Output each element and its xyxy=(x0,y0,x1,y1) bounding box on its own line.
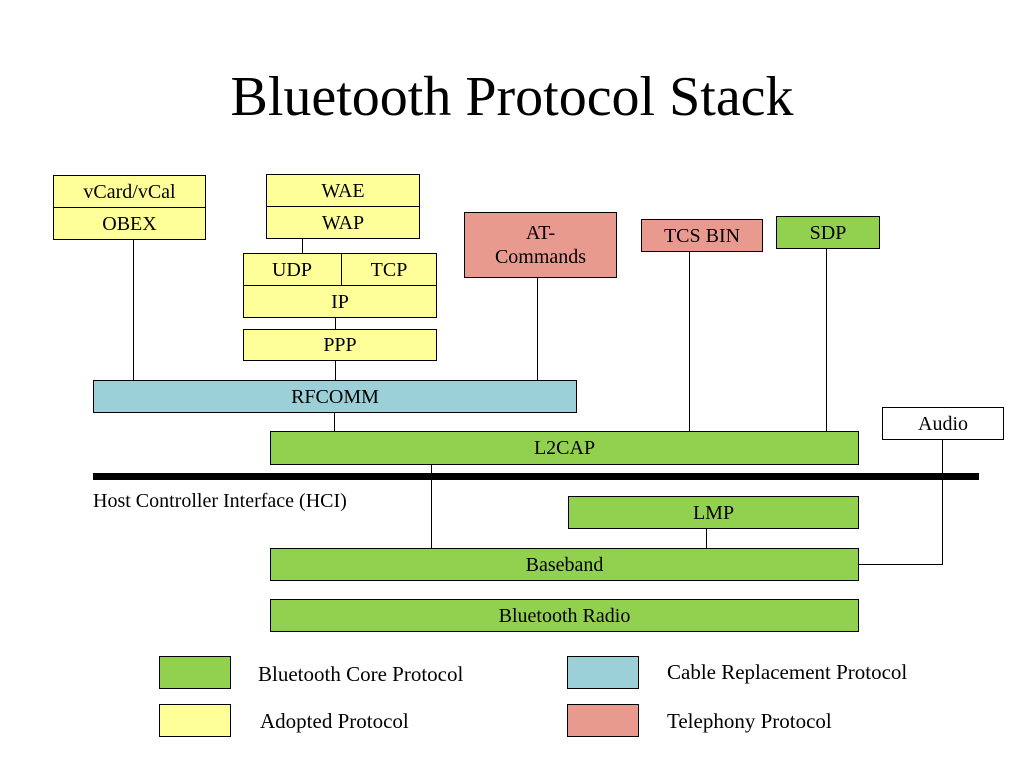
box-tcs-bin: TCS BIN xyxy=(641,219,763,252)
box-audio-label: Audio xyxy=(918,412,968,435)
hci-bar xyxy=(93,473,979,480)
box-bluetooth-radio-label: Bluetooth Radio xyxy=(498,604,631,627)
connector-obex-rfcomm xyxy=(133,240,134,381)
box-audio: Audio xyxy=(882,407,1004,440)
connector-at-rfcomm xyxy=(537,277,538,381)
box-l2cap-label: L2CAP xyxy=(533,437,596,459)
box-sdp-label: SDP xyxy=(809,221,847,244)
box-wap-label: WAP xyxy=(321,211,365,234)
box-lmp: LMP xyxy=(568,496,859,529)
box-wae: WAE xyxy=(266,174,420,207)
connector-ppp-rfcomm xyxy=(335,360,336,381)
box-obex-label: OBEX xyxy=(102,212,157,235)
box-wap: WAP xyxy=(266,206,420,239)
legend-label-cable: Cable Replacement Protocol xyxy=(667,660,908,684)
box-baseband-label: Baseband xyxy=(525,553,604,576)
legend-swatch-cable xyxy=(567,656,639,689)
box-at-commands-label: AT- Commands xyxy=(494,222,587,268)
box-rfcomm-label: RFCOMM xyxy=(291,385,379,408)
box-obex: OBEX xyxy=(53,207,206,240)
legend-label-telephony: Telephony Protocol xyxy=(667,709,832,733)
box-at-commands: AT- Commands xyxy=(464,212,617,278)
legend-label-adopted: Adopted Protocol xyxy=(260,709,409,733)
connector-sdp-l2cap xyxy=(826,248,827,432)
box-sdp: SDP xyxy=(776,216,880,249)
box-lmp-label: LMP xyxy=(692,501,735,524)
connector-audio-down xyxy=(942,439,943,564)
connector-l2cap-baseband xyxy=(431,464,432,549)
box-ppp-label: PPP xyxy=(323,334,357,356)
box-tcp: TCP xyxy=(341,253,437,286)
hci-label: Host Controller Interface (HCI) xyxy=(93,490,347,512)
box-tcs-bin-label: TCS BIN xyxy=(663,224,741,247)
box-baseband: Baseband xyxy=(270,548,859,581)
page-title: Bluetooth Protocol Stack xyxy=(230,66,794,128)
connector-tcs-l2cap xyxy=(689,251,690,432)
connector-lmp-baseband xyxy=(706,528,707,549)
connector-audio-baseband xyxy=(858,564,943,565)
box-udp-label: UDP xyxy=(271,258,312,281)
legend-swatch-telephony xyxy=(567,704,639,737)
legend-swatch-adopted xyxy=(159,704,231,737)
connector-ip-ppp xyxy=(335,317,336,330)
box-tcp-label: TCP xyxy=(370,258,408,281)
box-ppp: PPP xyxy=(243,329,437,361)
box-vcard-vcal: vCard/vCal xyxy=(53,175,206,208)
box-l2cap: L2CAP xyxy=(270,431,859,465)
legend-label-core: Bluetooth Core Protocol xyxy=(258,662,464,686)
box-bluetooth-radio: Bluetooth Radio xyxy=(270,599,859,632)
connector-wap-udp xyxy=(302,239,303,253)
box-vcard-vcal-label: vCard/vCal xyxy=(83,180,176,203)
box-rfcomm: RFCOMM xyxy=(93,380,577,413)
udp-tcp-divider xyxy=(341,253,342,285)
box-wae-label: WAE xyxy=(321,179,365,202)
legend-swatch-core xyxy=(159,656,231,689)
box-udp: UDP xyxy=(243,253,341,286)
box-ip: IP xyxy=(243,285,437,318)
box-ip-label: IP xyxy=(331,290,349,313)
connector-rfcomm-l2cap xyxy=(334,412,335,432)
